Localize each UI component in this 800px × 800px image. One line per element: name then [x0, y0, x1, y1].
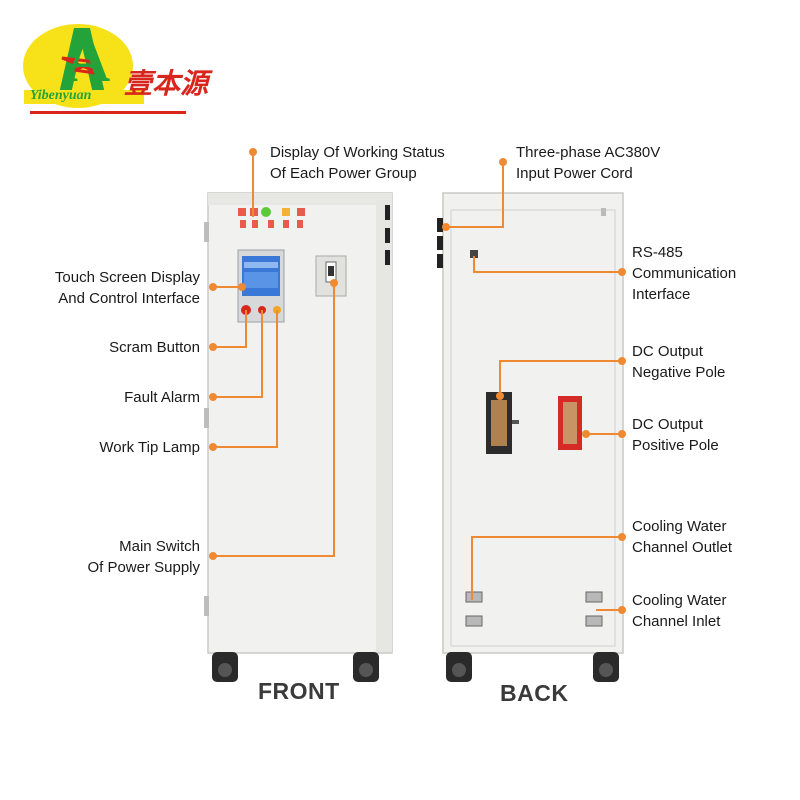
back-callout-lines — [446, 162, 622, 611]
front-callout-lines — [213, 152, 335, 557]
brand-logo — [23, 24, 186, 114]
label-water-outlet: Cooling Water Channel Outlet — [632, 518, 733, 556]
front-caption: FRONT — [258, 678, 340, 704]
label-water-inlet: Cooling Water Channel Inlet — [632, 592, 727, 630]
label-touch-screen: Touch Screen Display And Control Interfa… — [54, 269, 200, 307]
label-main-switch: Main Switch Of Power Supply — [87, 538, 200, 576]
front-callout-dots — [209, 148, 338, 560]
front-cabinet — [204, 192, 393, 682]
label-ac-input: Three-phase AC380V Input Power Cord — [516, 144, 661, 182]
label-dc-negative: DC Output Negative Pole — [632, 343, 726, 381]
back-caption: BACK — [500, 680, 569, 706]
label-dc-positive: DC Output Positive Pole — [632, 416, 719, 454]
label-rs485: RS-485 Communication Interface — [632, 244, 737, 303]
logo-brand-latin: Yibenyuan — [30, 88, 92, 103]
logo-brand-cn: 壹本源 — [124, 68, 209, 99]
back-callout-dots — [442, 158, 626, 614]
back-cabinet — [437, 192, 624, 682]
label-fault-alarm: Fault Alarm — [124, 389, 200, 406]
label-display-status: Display Of Working Status Of Each Power … — [270, 144, 445, 182]
label-work-tip-lamp: Work Tip Lamp — [99, 439, 200, 456]
logo-letter: A — [64, 24, 111, 95]
label-scram-button: Scram Button — [109, 339, 200, 356]
